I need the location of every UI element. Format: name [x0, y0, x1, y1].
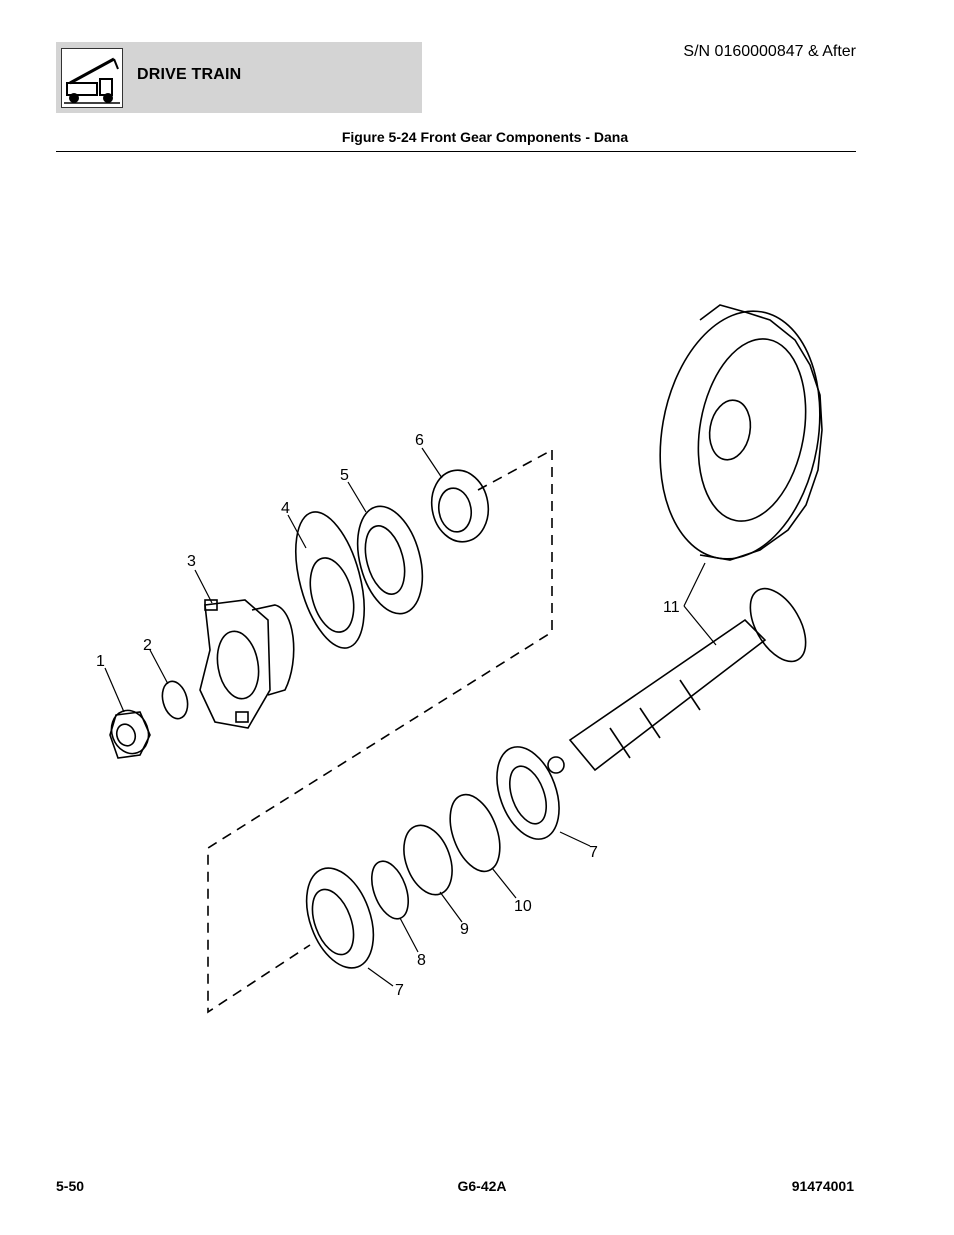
part-3-yoke [199, 599, 295, 729]
page-number: 5-50 [56, 1178, 85, 1194]
header-rule [56, 151, 856, 152]
model-number: G6-42A [457, 1178, 507, 1194]
callout-11: 11 [663, 599, 680, 616]
callout-5: 5 [340, 467, 349, 484]
callout-7-upper: 7 [589, 844, 598, 861]
callout-6: 6 [415, 432, 424, 449]
callout-9: 9 [460, 921, 469, 938]
serial-number: S/N 0160000847 & After [683, 43, 856, 60]
telehandler-icon [61, 48, 123, 108]
callout-2: 2 [143, 637, 152, 654]
document-number: 91474001 [791, 1178, 854, 1194]
callout-3: 3 [187, 553, 196, 570]
part-11-ring-gear [659, 304, 823, 561]
part-1-nut [109, 709, 151, 759]
callout-7-lower: 7 [395, 982, 404, 999]
section-header: DRIVE TRAIN [56, 42, 422, 113]
section-title: DRIVE TRAIN [137, 66, 242, 83]
part-11-pinion-shaft [547, 587, 807, 774]
exploded-parts-diagram: 1 2 3 4 5 6 11 7 10 9 8 7 [96, 304, 823, 1014]
callout-4: 4 [281, 500, 290, 517]
figure-title: Figure 5-24 Front Gear Components - Dana [341, 129, 629, 145]
callout-10: 10 [514, 898, 532, 915]
callout-8: 8 [417, 952, 426, 969]
callout-1: 1 [96, 653, 105, 670]
